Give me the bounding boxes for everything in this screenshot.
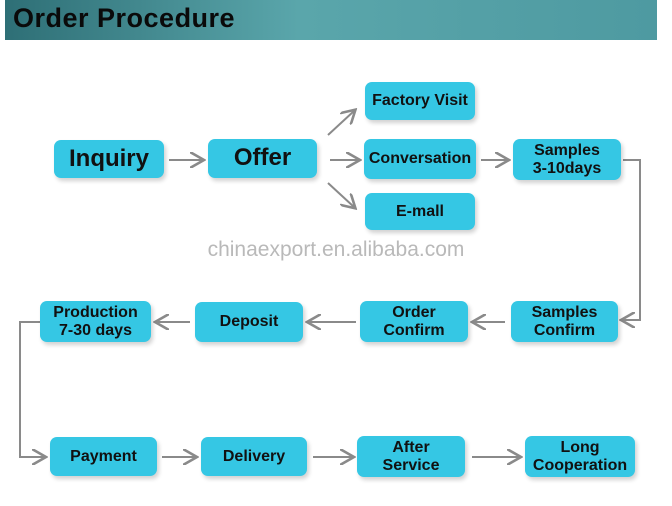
arrow-production-left-down xyxy=(19,321,44,457)
header-banner: Order Procedure xyxy=(5,0,657,40)
step-production: Production 7-30 days xyxy=(40,301,151,342)
arrow-offer-email xyxy=(327,182,354,207)
step-offer: Offer xyxy=(208,139,317,178)
watermark: chinaexport.en.alibaba.com xyxy=(207,238,465,261)
step-delivery: Delivery xyxy=(201,437,307,476)
step-factory-visit: Factory Visit xyxy=(365,82,475,120)
step-long-cooperation: Long Cooperation xyxy=(525,436,635,477)
step-email: E-mall xyxy=(365,193,475,230)
step-samples-confirm: Samples Confirm xyxy=(511,301,618,342)
arrow-samples-right-down xyxy=(623,159,641,320)
step-deposit: Deposit xyxy=(195,302,303,342)
page-title: Order Procedure xyxy=(13,3,236,33)
arrow-offer-factory xyxy=(327,111,354,136)
step-inquiry: Inquiry xyxy=(54,140,164,178)
step-order-confirm: Order Confirm xyxy=(360,301,468,342)
step-payment: Payment xyxy=(50,437,157,476)
step-after-service: After Service xyxy=(357,436,465,477)
step-conversation: Conversation xyxy=(364,139,476,179)
step-samples-days: Samples 3-10days xyxy=(513,139,621,180)
